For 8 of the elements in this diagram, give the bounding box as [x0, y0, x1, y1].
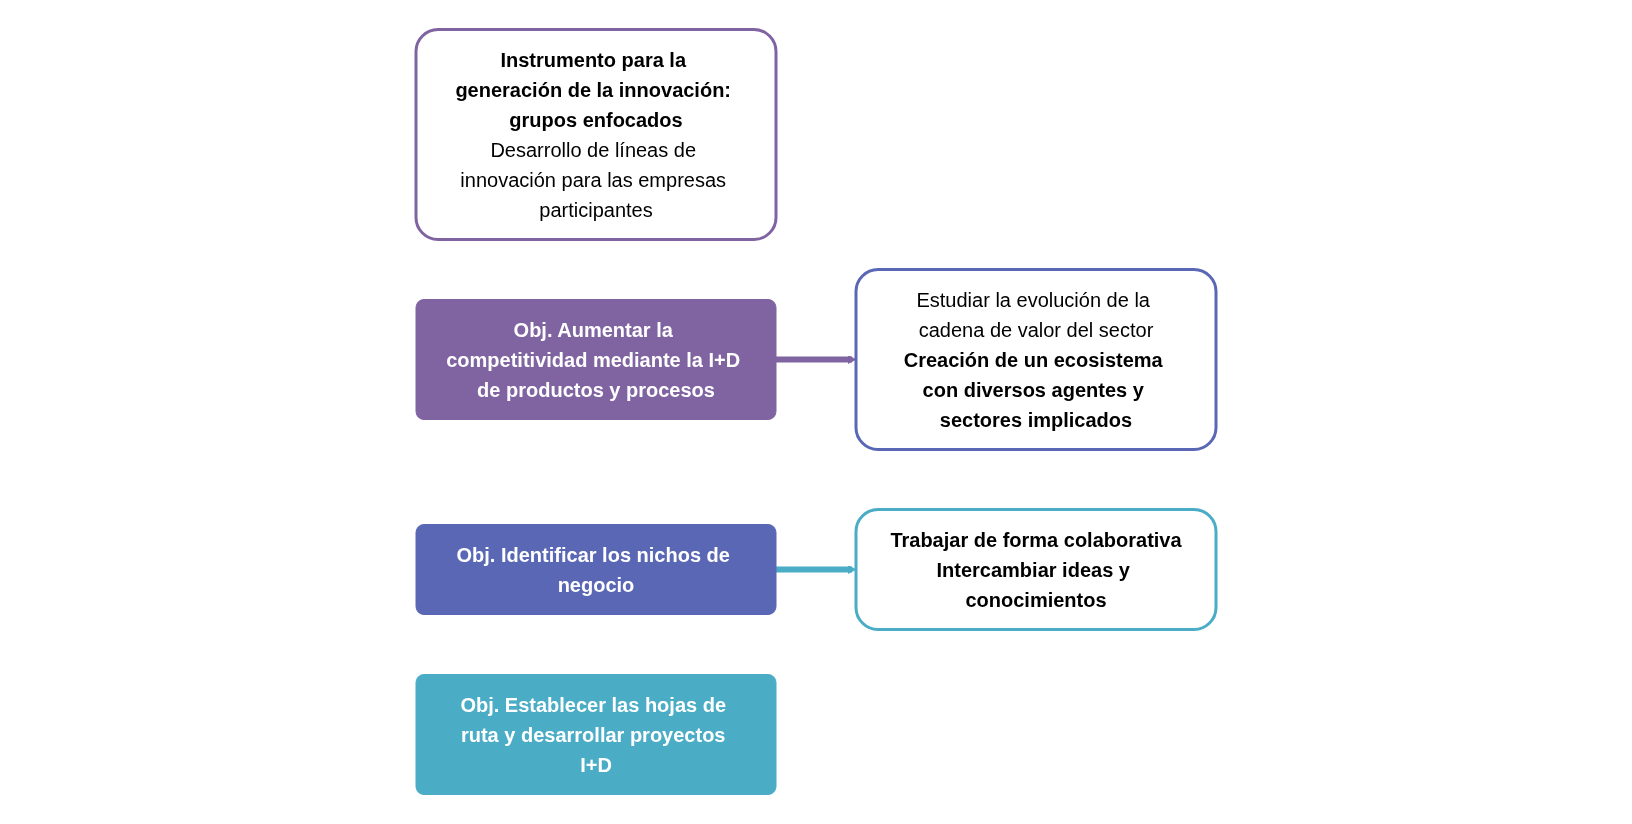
arrow	[776, 565, 857, 574]
node-box: Obj. Establecer las hojas de ruta y desarrollar proyectos I+D	[415, 674, 777, 795]
node-box: Trabajar de forma colaborativa Intercambiar ideas y conocimientos	[854, 508, 1218, 631]
arrow	[776, 355, 857, 364]
node-box: Instrumento para la generación de la innovación: grupos enfocados Desarrollo de líneas de innovación para las empresas participantes	[414, 28, 778, 241]
node-box: Estudiar la evolución de la cadena de valor del sector Creación de un ecosistema con diversos agentes y sectores implicados	[854, 268, 1218, 451]
node-box: Obj. Aumentar la competitividad mediante la I+D de productos y procesos	[415, 299, 777, 420]
node-box: Obj. Identificar los nichos de negocio	[415, 524, 777, 615]
